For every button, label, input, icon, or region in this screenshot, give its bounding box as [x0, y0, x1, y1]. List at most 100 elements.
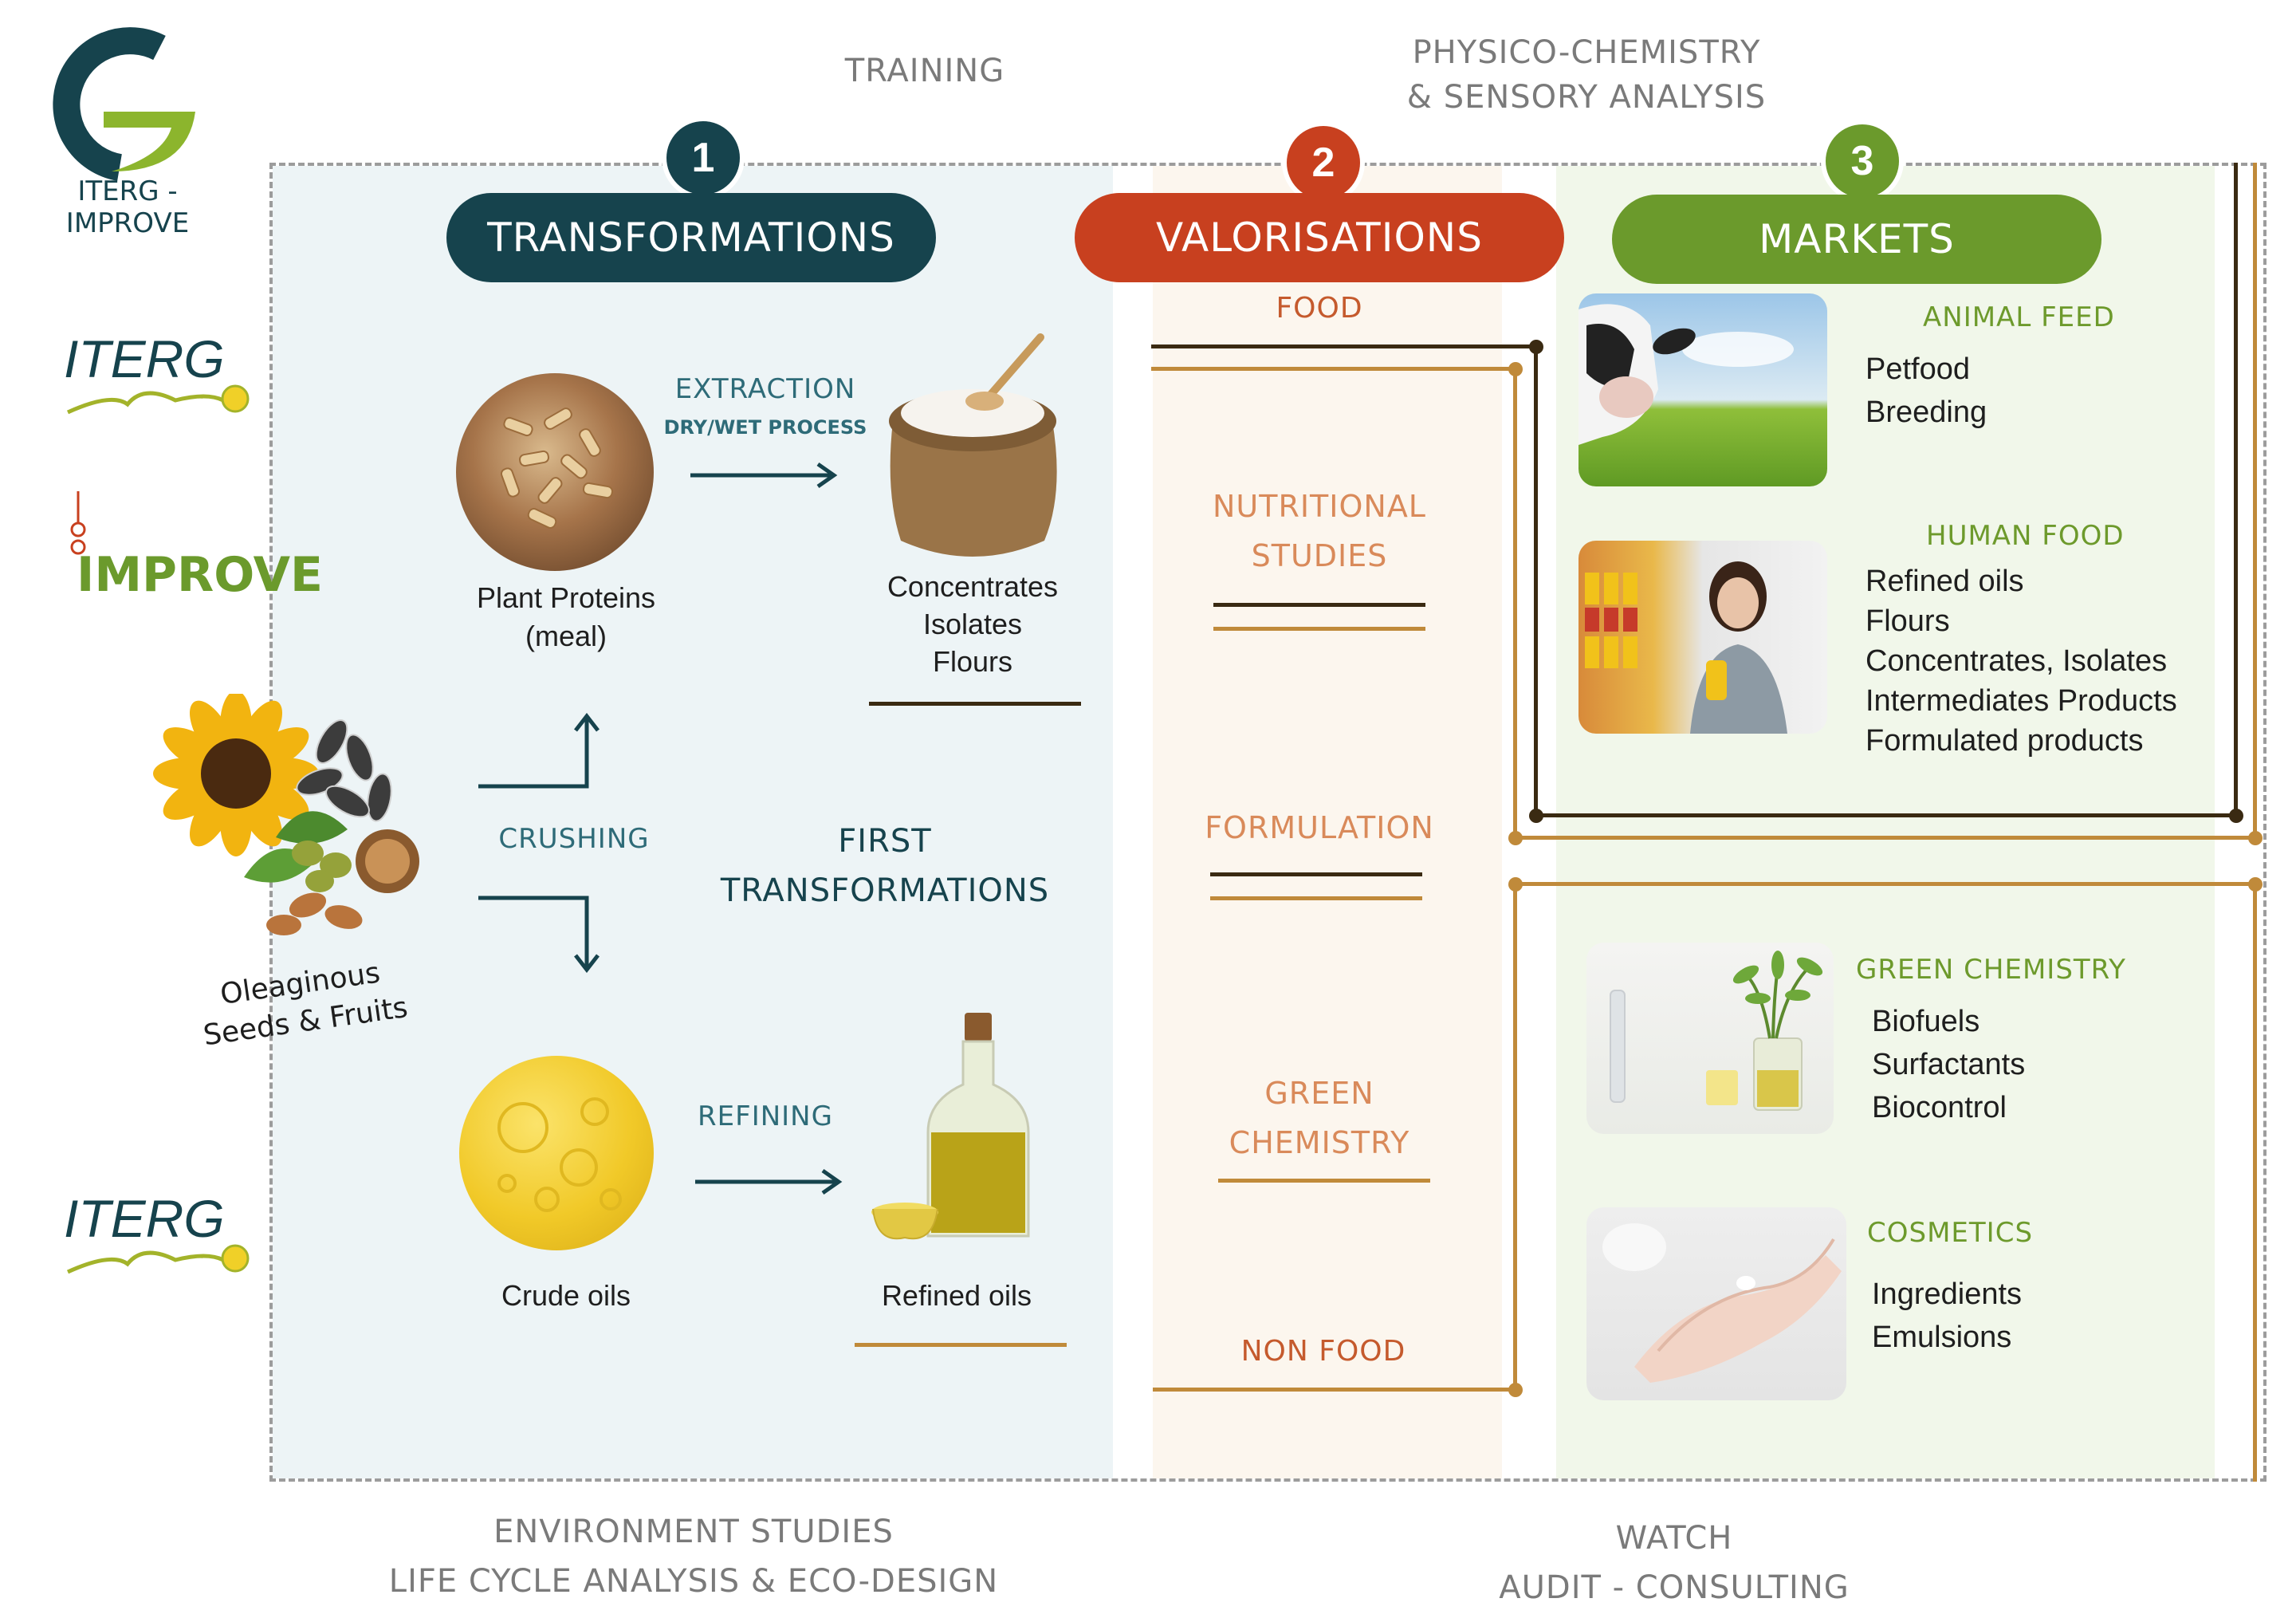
training-label: TRAINING [844, 53, 1005, 89]
valorisations-column-bg [1153, 166, 1502, 1478]
human-food-list: Refined oils Flours Concentrates, Isolat… [1866, 561, 2177, 761]
first-line1: FIRST [838, 823, 932, 860]
food-connector-dark-bottom [1535, 813, 2239, 817]
refined-oils-underline [855, 1343, 1067, 1347]
food-connector-dark-right [2234, 163, 2238, 817]
physico-line2: & SENSORY ANALYSIS [1406, 79, 1767, 116]
crushing-label: CRUSHING [498, 823, 650, 855]
pellets-icon [500, 407, 613, 529]
iterg-logo-bottom-text: ITERG [64, 1189, 225, 1248]
surfactants-item: Surfactants [1872, 1048, 2026, 1081]
refining-arrow-icon [695, 1168, 843, 1195]
hands-cream-icon [1602, 1223, 1842, 1383]
audit-line: AUDIT - CONSULTING [1499, 1569, 1850, 1606]
formulation-underline-dark [1210, 872, 1422, 876]
extraction-arrow-icon [690, 462, 838, 489]
iterg-swoosh-icon [66, 384, 250, 415]
iterg-logo-bottom: ITERG [64, 1188, 263, 1284]
iterg-logo-top: ITERG [64, 329, 263, 424]
non-food-connector-dot [1508, 1383, 1523, 1397]
watch-line: WATCH [1615, 1520, 1733, 1557]
cow-icon [1578, 304, 1794, 445]
crushing-up-arrow-icon [478, 713, 600, 789]
green-line2: CHEMISTRY [1229, 1125, 1410, 1160]
flours-item: Flours [932, 645, 1013, 678]
refined-oil-bottle-image [869, 1013, 1044, 1244]
step-3-badge: 3 [1826, 124, 1899, 198]
food-connector-gold-right [2253, 163, 2257, 839]
concentrates-isolates-item: Concentrates, Isolates [1866, 644, 2168, 678]
animal-feed-list: Petfood Breeding [1866, 348, 1987, 434]
first-line2: TRANSFORMATIONS [720, 872, 1050, 909]
plant-proteins-line2: (meal) [525, 620, 607, 652]
watch-audit-label: WATCH AUDIT - CONSULTING [1443, 1514, 1905, 1612]
environment-studies-label: ENVIRONMENT STUDIES LIFE CYCLE ANALYSIS … [375, 1507, 1012, 1606]
crushing-down-arrow-icon [478, 896, 600, 973]
physico-chemistry-label: PHYSICO-CHEMISTRY & SENSORY ANALYSIS [1387, 30, 1786, 120]
improve-logo-text: IMPROVE [77, 547, 324, 603]
biofuels-item: Biofuels [1872, 1005, 1980, 1038]
ingredients-item: Ingredients [1872, 1278, 2023, 1311]
food-connector-gold-bottom [1515, 836, 2256, 840]
iterg-swoosh-icon [66, 1244, 250, 1274]
nutritional-underline-gold [1213, 627, 1425, 631]
crude-oils-image [459, 1056, 654, 1250]
food-connector-gold-h [1151, 367, 1518, 371]
nutritional-underline-dark [1213, 603, 1425, 607]
non-food-label: NON FOOD [1240, 1335, 1406, 1368]
lab-plant-icon [1610, 951, 1823, 1111]
green-chemistry-list: Biofuels Surfactants Biocontrol [1872, 1000, 2025, 1129]
plant-proteins-label: Plant Proteins (meal) [446, 579, 686, 655]
green-chemistry-title: GREEN CHEMISTRY [1856, 954, 2126, 986]
biocontrol-item: Biocontrol [1872, 1091, 2007, 1124]
formulation-underline-gold [1210, 896, 1422, 900]
non-food-connector-top [1515, 882, 2256, 886]
shopper-icon [1585, 561, 1787, 734]
molecule-icon [70, 491, 86, 555]
oil-bubbles-icon [497, 1097, 622, 1212]
human-food-image [1578, 541, 1827, 734]
refining-label: REFINING [698, 1100, 833, 1132]
physico-line1: PHYSICO-CHEMISTRY [1412, 34, 1761, 71]
non-food-connector-right [2253, 884, 2257, 1482]
isolates-item: Isolates [922, 608, 1023, 640]
intermediates-item: Intermediates Products [1866, 684, 2177, 718]
iterg-logo-top-text: ITERG [64, 329, 225, 388]
breeding-item: Breeding [1866, 396, 1987, 429]
plant-proteins-line1: Plant Proteins [476, 581, 656, 614]
flour-sack-image [877, 333, 1068, 565]
concentrates-item: Concentrates [887, 570, 1059, 603]
cosmetics-title: COSMETICS [1867, 1217, 2034, 1249]
plant-proteins-image [456, 373, 654, 571]
human-food-title: HUMAN FOOD [1926, 520, 2125, 552]
flour-sack-icon [889, 333, 1057, 557]
food-label: FOOD [1276, 292, 1363, 325]
non-food-connector-v [1513, 884, 1517, 1392]
green-chemistry-underline [1218, 1179, 1430, 1183]
green-line1: GREEN [1264, 1076, 1374, 1111]
markets-header: MARKETS [1612, 195, 2101, 284]
green-chemistry-image [1586, 943, 1834, 1134]
nutritional-studies-label: NUTRITIONAL STUDIES [1180, 482, 1459, 581]
improve-logo: IMPROVE [64, 491, 323, 603]
logo-text: ITERG - IMPROVE [65, 175, 190, 239]
animal-feed-title: ANIMAL FEED [1923, 301, 2115, 333]
seeds-fruits-icon [153, 694, 419, 935]
food-connector-dark-v [1534, 346, 1538, 818]
extraction-label: EXTRACTION [674, 373, 856, 405]
company-logo: ITERG - IMPROVE [24, 24, 231, 239]
oleaginous-seeds-image [148, 694, 451, 949]
food-connector-gold-v [1513, 368, 1517, 839]
env-line2: LIFE CYCLE ANALYSIS & ECO-DESIGN [388, 1563, 999, 1600]
transformations-column-bg [273, 166, 1113, 1478]
refined-oils-label: Refined oils [881, 1279, 1032, 1312]
flours-market-item: Flours [1866, 604, 1950, 638]
step-1-badge: 1 [666, 121, 740, 195]
emulsions-item: Emulsions [1872, 1321, 2012, 1354]
animal-feed-image [1578, 293, 1827, 486]
cosmetics-list: Ingredients Emulsions [1872, 1273, 2022, 1359]
food-connector-dark-h [1151, 344, 1537, 348]
crude-oils-label: Crude oils [501, 1279, 631, 1312]
formulated-item: Formulated products [1866, 724, 2144, 758]
nutritional-line2: STUDIES [1251, 538, 1388, 573]
